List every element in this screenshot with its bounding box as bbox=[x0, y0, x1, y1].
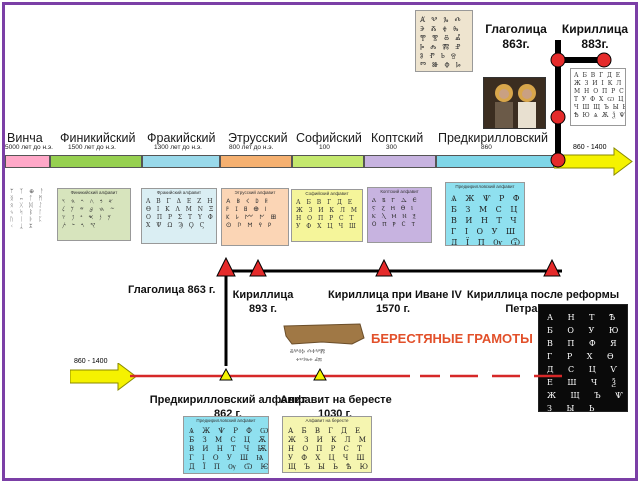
bottom-timeline-line bbox=[130, 367, 562, 381]
thumb-coptic: Коптский алфавит Ⲁ Ⲃ Ⲅ Ⲇ Ⲉ Ⲋ Ⲍ Ⲏ Ⲑ Ⲓ Ⲕ Ⲗ… bbox=[367, 187, 432, 243]
era-label-sofia: Софийский bbox=[296, 131, 362, 145]
top-arrow-icon bbox=[554, 147, 633, 176]
era-date-thracian: 1300 лет до н.э. bbox=[154, 144, 202, 151]
cyrillic-title: Кириллица bbox=[561, 22, 629, 36]
thumb-coptic-caption: Коптский алфавит bbox=[380, 189, 419, 194]
thumb-bottom-birch-caption: Алфавит на бересте bbox=[305, 418, 349, 423]
era-date-coptic: 300 bbox=[386, 144, 397, 151]
thumb-etruscan-caption: Этрусский алфавит bbox=[234, 190, 276, 195]
glagolitic-title: Глаголица bbox=[485, 22, 547, 36]
event-birch-1030-name: Алфавит на бересте bbox=[280, 394, 392, 406]
era-label-etruscan: Этрусский bbox=[228, 131, 288, 145]
era-bar-coptic bbox=[364, 155, 436, 168]
bottom-arrow-label: 860 - 1400 bbox=[74, 358, 108, 365]
thumb-bottom-precyrillic: Предкириллoвский алфавит Ѧ Ж Ѱ Р Ф Ѡ Б З… bbox=[183, 416, 269, 474]
marker-precyrillic-862-icon bbox=[219, 367, 233, 381]
bottom-arrow-icon bbox=[70, 363, 137, 391]
era-date-etruscan: 800 лет до н.э. bbox=[229, 144, 274, 151]
svg-text:ⰻⰲⰰⰽ ⰴⰰⰲⰿ: ⰻⰲⰰⰽ ⰴⰰⰲⰿ bbox=[290, 348, 325, 356]
thumb-phoenician-caption: Финикийский алфавит bbox=[70, 190, 118, 195]
saints-icon bbox=[484, 78, 545, 128]
marker-birch-1030-icon bbox=[313, 367, 327, 381]
era-date-precyrillic: 860 bbox=[481, 144, 492, 151]
era-label-precyrillic: Предкириллoвский bbox=[438, 131, 549, 145]
thumb-thracian: Фракийский алфавит Α Β Γ Δ Ε Ζ Η Θ Ι Κ Λ… bbox=[141, 188, 217, 244]
era-date-sofia: 100 bbox=[319, 144, 330, 151]
era-bar-thracian bbox=[142, 155, 220, 168]
event-cyrillic-893-name: Кириллица bbox=[232, 289, 294, 301]
thumb-bottom-birch: Алфавит на бересте А Б В Г Д Е Ж З И К Л… bbox=[282, 416, 372, 473]
thumb-sofia: Софийский алфавит А Б В Г Д Е Ж З И К Л … bbox=[291, 189, 363, 242]
event-precyrillic-862-name: Предкириллoвский алфавит bbox=[149, 394, 307, 406]
era-bar-vincha bbox=[5, 155, 50, 168]
peter-i-alphabet-image: А Н Т Ѣ Б О У Ю В П Ф Я Г Р Х Ѳ Д С Ц Ѵ … bbox=[538, 304, 628, 412]
era-label-coptic: Коптский bbox=[371, 131, 424, 145]
era-label-thracian: Фракийский bbox=[147, 131, 216, 145]
marker-peter-i-icon bbox=[543, 258, 561, 277]
event-peter-i-name: Кириллица после реформы bbox=[466, 289, 620, 301]
marker-glagolitic-icon bbox=[216, 256, 236, 277]
thumb-phoenician: Финикийский алфавит 𐤀 𐤁 𐤂 𐤃 𐤄 𐤅 𐤆 𐤇 𐤈 𐤉 … bbox=[57, 188, 131, 241]
middle-timeline-lines bbox=[216, 256, 562, 366]
thumb-precyrillic-caption: Предкириллoвский алфавит bbox=[455, 184, 515, 189]
thumb-etruscan: Этрусский алфавит 𐌀 𐌁 𐌂 𐌃 𐌄 𐌅 𐌆 𐌇 𐌈 𐌉 𐌊 … bbox=[221, 188, 289, 246]
thumb-precyrillic: Предкириллoвский алфавит Ѧ Ж Ѱ Р Ф Б З М… bbox=[445, 182, 525, 246]
svg-text:ⰰⰲⰵⰸⰰ ⰼⰿ: ⰰⰲⰵⰸⰰ ⰼⰿ bbox=[296, 357, 323, 364]
era-label-vincha: Винча bbox=[7, 131, 43, 145]
era-bar-etruscan bbox=[220, 155, 292, 168]
glagolitic-letters-image: Ⱥ Ⰲ Ⰳ Ⰴ Ⰵ Ⰶ Ⰷ Ⰸ Ⰹ Ⰺ Ⰻ Ⰼ Ⰽ Ⰾ Ⰿ Ⱀ Ⱁ Ⱂ Ⱃ Ⱄ … bbox=[415, 10, 473, 72]
thumb-sofia-caption: Софийский алфавит bbox=[305, 191, 349, 196]
event-ivan-iv-name: Кириллица при Иване IV bbox=[328, 289, 462, 301]
cyrillic-year: 883г. bbox=[581, 37, 609, 51]
marker-ivan-iv-icon bbox=[375, 258, 393, 277]
event-glagolitic-863: Глаголица 863 г. bbox=[128, 284, 216, 296]
birch-bark-title: БЕРЕСТЯНЫЕ ГРАМОТЫ bbox=[371, 331, 533, 346]
era-bar-precyrillic bbox=[436, 155, 554, 168]
cyrillic-connector bbox=[550, 40, 612, 168]
vincha-symbols: ᛘ ᛉ ⊕ ᚨ ᛝ ⋈ ᛏ ᛗ ᛟ ᚷ ᛞ ᛇ ᛃ ᛋ ᛒ ᛚ ᚢ ᛁ ᚦ ᛈ … bbox=[10, 188, 46, 230]
saints-icon-image bbox=[483, 77, 546, 129]
thumb-bottom-precyrillic-caption: Предкириллoвский алфавит bbox=[196, 418, 256, 423]
era-bar-sofia bbox=[292, 155, 364, 168]
era-date-vincha: 5000 лет до н.э. bbox=[5, 144, 53, 151]
birch-bark-image: ⰻⰲⰰⰽ ⰴⰰⰲⰿ ⰰⰲⰵⰸⰰ ⰼⰿ bbox=[283, 323, 365, 364]
glagolitic-year: 863г. bbox=[502, 37, 530, 51]
era-date-phoenician: 1500 лет до н.э. bbox=[68, 144, 116, 151]
event-ivan-iv-year: 1570 г. bbox=[375, 303, 411, 315]
era-bar-phoenician bbox=[50, 155, 142, 168]
thumb-thracian-caption: Фракийский алфавит bbox=[156, 190, 202, 195]
top-arrow-label: 860 - 1400 bbox=[573, 144, 607, 151]
event-cyrillic-893-year: 893 г. bbox=[249, 303, 277, 315]
cyrillic-letters-image: А Б В Г Д Е Ж З И І К Л М Н О П Р С Т У … bbox=[570, 68, 626, 126]
marker-cyrillic-893-icon bbox=[249, 258, 267, 277]
era-label-phoenician: Финикийский bbox=[60, 131, 136, 145]
